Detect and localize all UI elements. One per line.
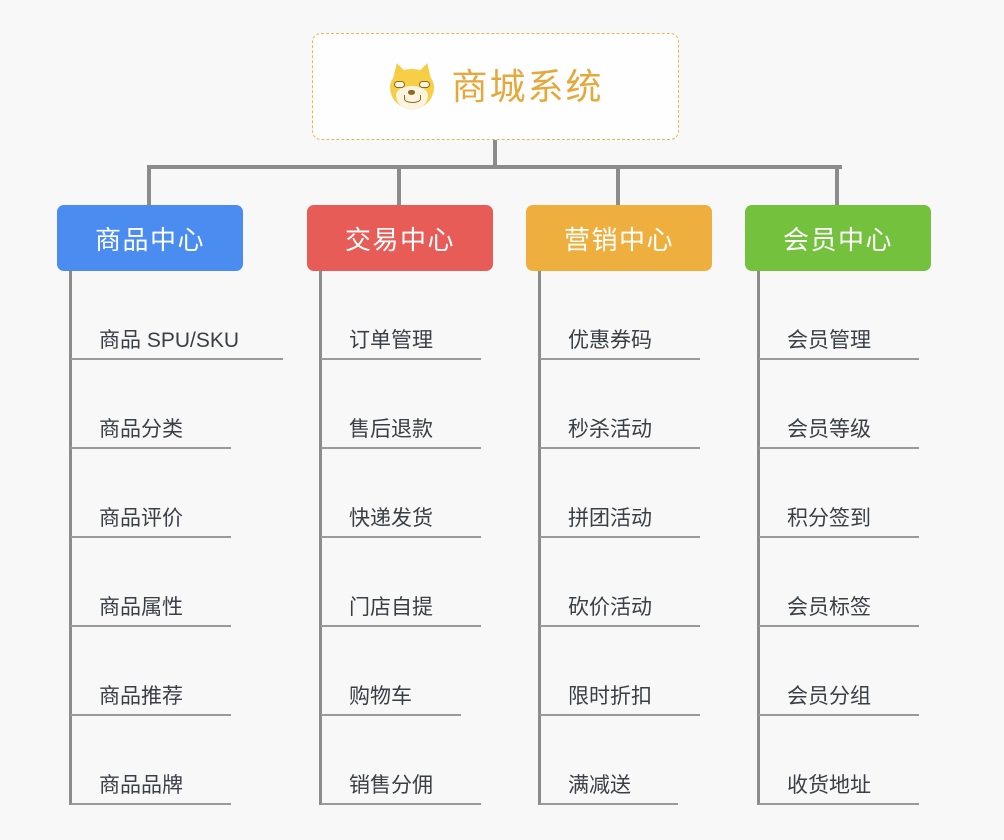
leaf-item-label: 快递发货 xyxy=(349,507,433,530)
leaf-item-label: 售后退款 xyxy=(349,418,433,441)
branch-column-1: 商品中心商品 SPU/SKU 商品分类商品评价商品属性商品推荐商品品牌 xyxy=(57,205,283,805)
leaf-item-label: 限时折扣 xyxy=(568,685,652,708)
leaf-item-rule xyxy=(759,536,919,538)
connector-drop-4 xyxy=(835,165,839,207)
leaf-item[interactable]: 会员等级 xyxy=(759,360,931,449)
leaf-item[interactable]: 商品分类 xyxy=(71,360,243,449)
leaf-item-label: 会员管理 xyxy=(787,329,871,352)
leaf-item[interactable]: 会员管理 xyxy=(759,271,931,360)
branch-spine-1 xyxy=(69,271,72,805)
leaf-item[interactable]: 商品推荐 xyxy=(71,627,243,716)
branch-header-3[interactable]: 营销中心 xyxy=(526,205,712,271)
branch-header-4[interactable]: 会员中心 xyxy=(745,205,931,271)
leaf-item[interactable]: 商品 SPU/SKU xyxy=(71,271,283,360)
leaf-item[interactable]: 限时折扣 xyxy=(540,627,712,716)
connector-drop-3 xyxy=(616,165,620,207)
leaf-item[interactable]: 快递发货 xyxy=(321,449,493,538)
leaf-item-rule xyxy=(759,625,919,627)
leaf-item-label: 商品评价 xyxy=(99,507,183,530)
leaf-item-rule xyxy=(71,358,283,360)
leaf-item-label: 收货地址 xyxy=(787,774,871,797)
branch-spine-4 xyxy=(757,271,760,805)
leaf-item[interactable]: 砍价活动 xyxy=(540,538,712,627)
leaf-item-rule xyxy=(759,714,919,716)
leaf-item-label: 砍价活动 xyxy=(568,596,652,619)
leaf-item-label: 购物车 xyxy=(349,685,412,708)
branch-items-4: 会员管理会员等级积分签到会员标签会员分组收货地址 xyxy=(745,271,931,805)
leaf-item-rule xyxy=(540,358,700,360)
leaf-item[interactable]: 收货地址 xyxy=(759,716,931,805)
leaf-item-label: 会员等级 xyxy=(787,418,871,441)
root-node[interactable]: 商城系统 xyxy=(312,33,679,140)
connector-horizontal-bar xyxy=(149,165,842,169)
leaf-item-rule xyxy=(321,714,461,716)
leaf-item[interactable]: 优惠券码 xyxy=(540,271,712,360)
leaf-item-label: 商品 SPU/SKU xyxy=(99,329,240,352)
leaf-item-rule xyxy=(71,625,231,627)
leaf-item-label: 积分签到 xyxy=(787,507,871,530)
leaf-item-label: 会员标签 xyxy=(787,596,871,619)
leaf-item[interactable]: 商品属性 xyxy=(71,538,243,627)
leaf-item-label: 会员分组 xyxy=(787,685,871,708)
leaf-item-label: 秒杀活动 xyxy=(568,418,652,441)
leaf-item-rule xyxy=(321,803,481,805)
leaf-item-rule xyxy=(71,447,231,449)
leaf-item-rule xyxy=(759,358,919,360)
leaf-item-label: 拼团活动 xyxy=(568,507,652,530)
leaf-item-rule xyxy=(540,536,700,538)
leaf-item[interactable]: 积分签到 xyxy=(759,449,931,538)
branch-items-2: 订单管理售后退款快递发货门店自提购物车销售分佣 xyxy=(307,271,493,805)
leaf-item-label: 商品分类 xyxy=(99,418,183,441)
branch-header-1[interactable]: 商品中心 xyxy=(57,205,243,271)
leaf-item-label: 门店自提 xyxy=(349,596,433,619)
leaf-item[interactable]: 会员标签 xyxy=(759,538,931,627)
leaf-item-label: 销售分佣 xyxy=(349,774,433,797)
leaf-item[interactable]: 商品评价 xyxy=(71,449,243,538)
branch-header-2[interactable]: 交易中心 xyxy=(307,205,493,271)
leaf-item[interactable]: 秒杀活动 xyxy=(540,360,712,449)
branch-spine-3 xyxy=(538,271,541,805)
leaf-item-rule xyxy=(321,625,481,627)
leaf-item-label: 满减送 xyxy=(568,774,631,797)
leaf-item-rule xyxy=(71,536,231,538)
branch-column-3: 营销中心优惠券码秒杀活动拼团活动砍价活动限时折扣满减送 xyxy=(526,205,712,805)
leaf-item-rule xyxy=(321,447,481,449)
leaf-item-rule xyxy=(540,714,700,716)
leaf-item-rule xyxy=(540,625,700,627)
leaf-item-rule xyxy=(321,536,481,538)
root-label: 商城系统 xyxy=(451,65,604,107)
leaf-item[interactable]: 订单管理 xyxy=(321,271,493,360)
leaf-item-rule xyxy=(321,358,481,360)
leaf-item-label: 优惠券码 xyxy=(568,329,652,352)
leaf-item[interactable]: 售后退款 xyxy=(321,360,493,449)
leaf-item[interactable]: 商品品牌 xyxy=(71,716,243,805)
branch-column-2: 交易中心订单管理售后退款快递发货门店自提购物车销售分佣 xyxy=(307,205,493,805)
leaf-item[interactable]: 满减送 xyxy=(540,716,712,805)
leaf-item[interactable]: 销售分佣 xyxy=(321,716,493,805)
leaf-item[interactable]: 门店自提 xyxy=(321,538,493,627)
leaf-item-rule xyxy=(759,803,919,805)
leaf-item[interactable]: 会员分组 xyxy=(759,627,931,716)
leaf-item-label: 商品推荐 xyxy=(99,685,183,708)
branch-spine-2 xyxy=(319,271,322,805)
connector-stem xyxy=(493,140,497,168)
leaf-item[interactable]: 购物车 xyxy=(321,627,493,716)
leaf-item-label: 商品属性 xyxy=(99,596,183,619)
branch-items-1: 商品 SPU/SKU 商品分类商品评价商品属性商品推荐商品品牌 xyxy=(57,271,283,805)
shiba-dog-icon xyxy=(387,60,437,112)
branch-items-3: 优惠券码秒杀活动拼团活动砍价活动限时折扣满减送 xyxy=(526,271,712,805)
leaf-item-label: 订单管理 xyxy=(349,329,433,352)
connector-drop-2 xyxy=(397,165,401,207)
connector-drop-1 xyxy=(147,165,151,207)
leaf-item-rule xyxy=(71,803,231,805)
leaf-item-label: 商品品牌 xyxy=(99,774,183,797)
branch-column-4: 会员中心会员管理会员等级积分签到会员标签会员分组收货地址 xyxy=(745,205,931,805)
leaf-item-rule xyxy=(71,714,231,716)
leaf-item-rule xyxy=(540,803,678,805)
leaf-item-rule xyxy=(540,447,700,449)
leaf-item-rule xyxy=(759,447,919,449)
leaf-item[interactable]: 拼团活动 xyxy=(540,449,712,538)
